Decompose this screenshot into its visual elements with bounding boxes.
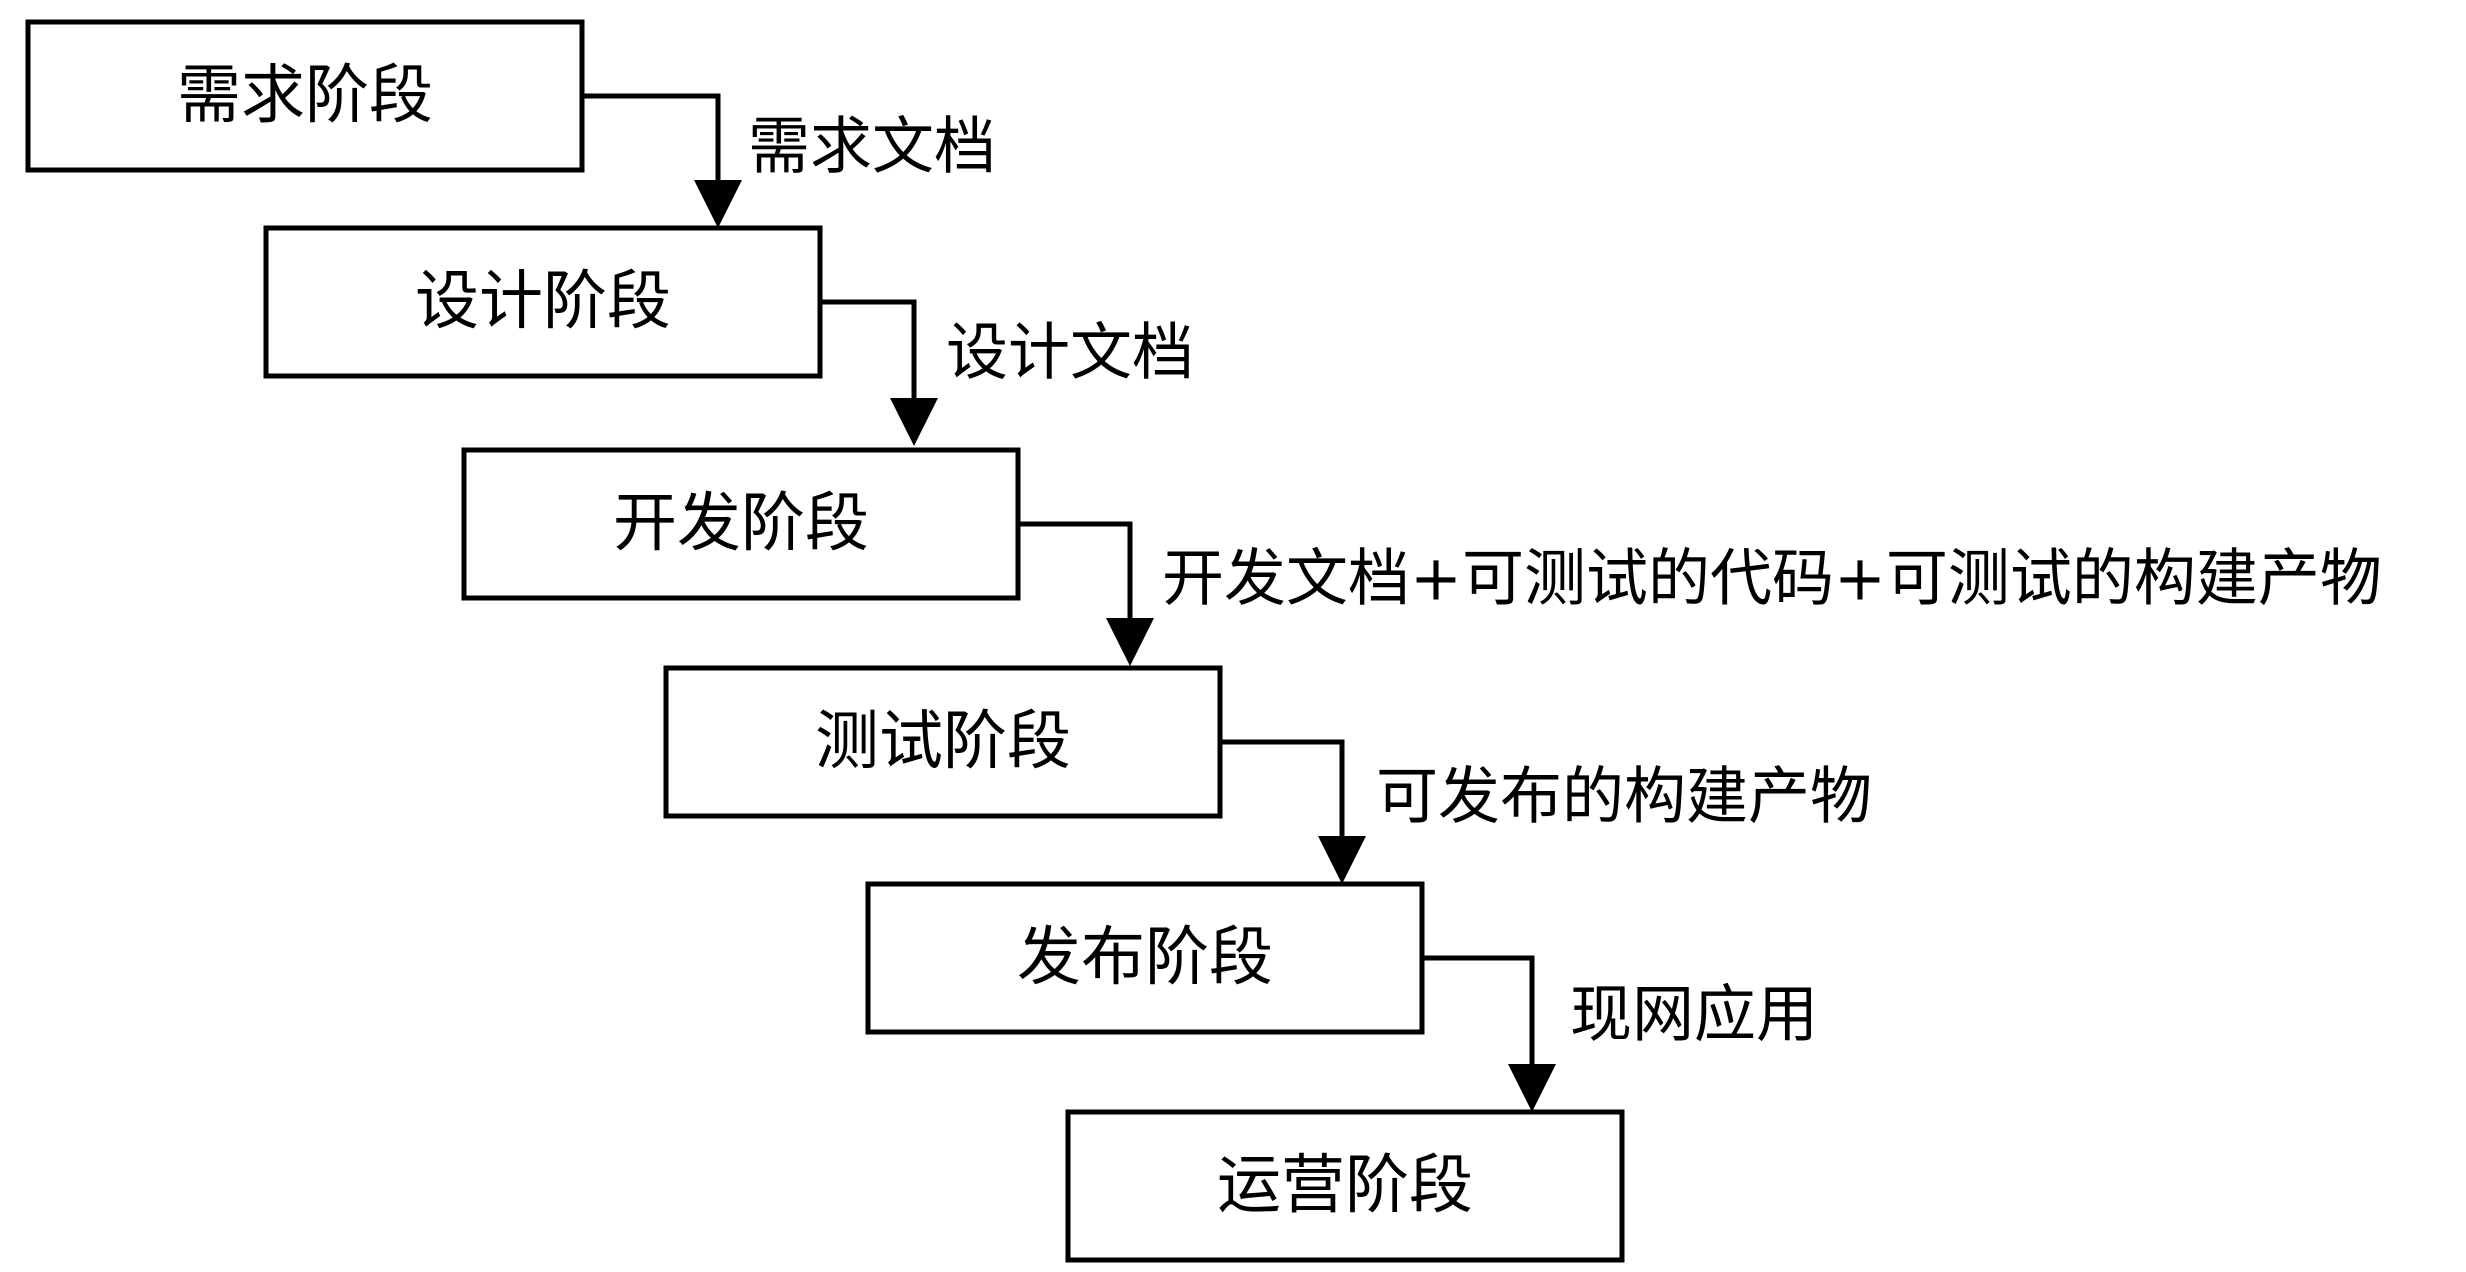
connector-release-to-operations: 现网应用 [1422,955,1818,1112]
arrow-down-icon [1106,618,1154,666]
stage-development: 开发阶段 [461,447,1021,601]
artifact-label-live-app: 现网应用 [1570,978,1818,1051]
stage-design: 设计阶段 [263,225,823,379]
stage-box-requirements [25,19,585,173]
stage-requirements: 需求阶段 [25,19,585,173]
stage-label-testing: 测试阶段 [815,705,1071,779]
stage-label-design: 设计阶段 [415,265,671,339]
arrow-down-icon [890,398,938,446]
stage-box-operations [1065,1109,1625,1263]
artifact-label-release-build: 可发布的构建产物 [1376,760,1872,833]
arrow-down-icon [694,180,742,228]
arrow-down-icon [1318,836,1366,884]
connector-line [1018,521,1133,620]
stage-label-development: 开发阶段 [613,487,869,561]
stage-label-requirements: 需求阶段 [177,59,433,133]
connector-requirements-to-design: 需求文档 [582,93,996,228]
stage-operations: 运营阶段 [1065,1109,1625,1263]
connector-line [820,299,917,400]
stage-release: 发布阶段 [865,881,1425,1035]
connector-design-to-development: 设计文档 [820,299,1194,446]
connector-development-to-testing: 开发文档+可测试的代码+可测试的构建产物 [1018,521,2382,666]
stage-label-release: 发布阶段 [1017,921,1273,995]
stage-label-operations: 运营阶段 [1217,1149,1473,1223]
artifact-label-dev-outputs: 开发文档+可测试的代码+可测试的构建产物 [1162,542,2382,615]
arrow-down-icon [1508,1064,1556,1112]
connector-line [1220,739,1345,838]
artifact-label-requirements-doc: 需求文档 [748,110,996,183]
connector-testing-to-release: 可发布的构建产物 [1220,739,1872,884]
stage-testing: 测试阶段 [663,665,1223,819]
connector-line [1422,955,1535,1066]
artifact-label-design-doc: 设计文档 [946,316,1194,389]
connector-line [582,93,721,182]
stage-box-design [263,225,823,379]
stage-box-development [461,447,1021,601]
stage-box-release [865,881,1425,1035]
